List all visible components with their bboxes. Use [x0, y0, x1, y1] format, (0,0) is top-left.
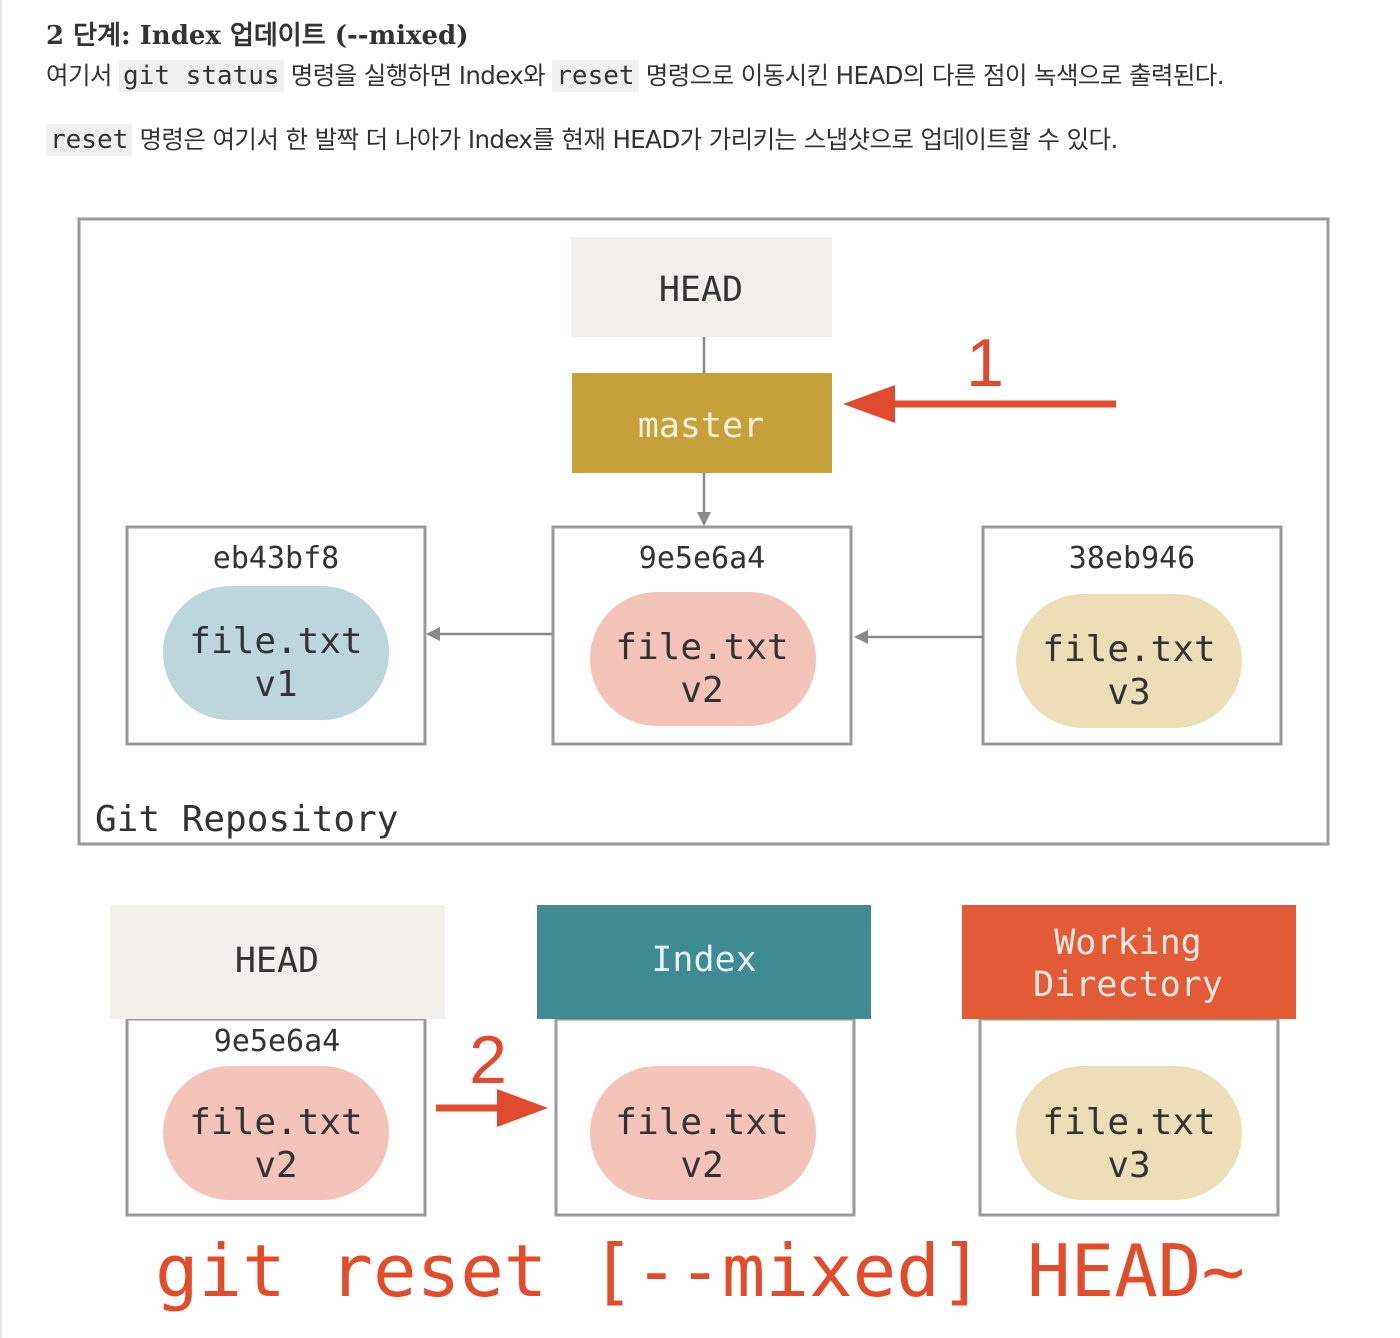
index-tree-header [537, 905, 871, 1019]
text-span: 명령으로 이동시킨 HEAD의 다른 점이 녹색으로 출력된다. [638, 61, 1225, 90]
commit-eb43bf8: eb43bf8 file.txt v1 [125, 525, 427, 746]
left-rule [0, 0, 2, 1338]
step-2-number: 2 [469, 1022, 507, 1098]
working-directory-header [962, 905, 1296, 1019]
blob-filename: file.txt [615, 627, 788, 668]
step-2-arrow-head [497, 1089, 548, 1127]
inline-code: reset [46, 124, 133, 156]
blob-v3 [1016, 1066, 1242, 1200]
head-tree-title: HEAD [235, 941, 319, 981]
blob-version: v2 [680, 670, 723, 711]
text-span: 명령을 실행하면 Index와 [283, 61, 553, 90]
step-1-arrow-head [843, 385, 895, 423]
blob-filename: file.txt [189, 621, 362, 662]
master-branch-box [572, 373, 832, 473]
blob-version: v2 [254, 1145, 297, 1186]
commit-hash: 38eb946 [1069, 541, 1195, 576]
paragraph-1: 여기서 git status 명령을 실행하면 Index와 reset 명령으… [46, 56, 1376, 96]
blob-v2 [163, 1066, 389, 1200]
commit-9e5e6a4: 9e5e6a4 file.txt v2 [551, 525, 853, 746]
blob-version: v2 [680, 1145, 723, 1186]
inline-code: git status [119, 60, 284, 92]
head-tree-header [110, 905, 445, 1019]
head-tree: HEAD 9e5e6a4 file.txt v2 [110, 905, 445, 1217]
commit-hash: 9e5e6a4 [639, 541, 765, 576]
git-repository-label: Git Repository [95, 799, 398, 840]
commit-38eb946: 38eb946 file.txt v3 [981, 525, 1283, 746]
diagram-svg: Git Repository HEAD master 1 eb43bf8 fil… [77, 217, 1330, 1313]
working-directory-title-line2: Directory [1033, 965, 1223, 1005]
master-branch-label: master [638, 406, 764, 446]
blob-version: v1 [254, 664, 297, 705]
working-directory-tree: Working Directory file.txt v3 [962, 905, 1296, 1217]
article: 2 단계: Index 업데이트 (--mixed) 여기서 git statu… [46, 18, 1376, 160]
blob-filename: file.txt [615, 1102, 788, 1143]
paragraph-2: reset 명령은 여기서 한 발짝 더 나아가 Index를 현재 HEAD가… [46, 120, 1376, 160]
commit-hash: 9e5e6a4 [214, 1024, 340, 1059]
index-tree-title: Index [651, 940, 756, 980]
head-ref-label: HEAD [659, 270, 743, 310]
head-ref-box [571, 237, 832, 337]
working-directory-title-line1: Working [1054, 923, 1202, 963]
inline-code: reset [552, 60, 639, 92]
blob-version: v3 [1107, 1145, 1150, 1186]
blob-v2 [590, 1066, 816, 1200]
blob-filename: file.txt [189, 1102, 362, 1143]
blob-v2 [590, 592, 816, 726]
blob-version: v3 [1107, 672, 1150, 713]
blob-filename: file.txt [1042, 1102, 1215, 1143]
text-span: 명령은 여기서 한 발짝 더 나아가 Index를 현재 HEAD가 가리키는 … [132, 125, 1118, 154]
step-1-number: 1 [966, 325, 1004, 401]
blob-filename: file.txt [1042, 629, 1215, 670]
command-caption: git reset [--mixed] HEAD~ [155, 1229, 1245, 1313]
commit-hash: eb43bf8 [213, 541, 339, 576]
text-span: 여기서 [46, 61, 120, 90]
blob-v1 [163, 586, 389, 720]
blob-v3 [1016, 594, 1242, 728]
index-tree: Index file.txt v2 [537, 905, 871, 1217]
reset-mixed-diagram: Git Repository HEAD master 1 eb43bf8 fil… [0, 190, 1400, 1338]
section-heading: 2 단계: Index 업데이트 (--mixed) [46, 21, 469, 51]
